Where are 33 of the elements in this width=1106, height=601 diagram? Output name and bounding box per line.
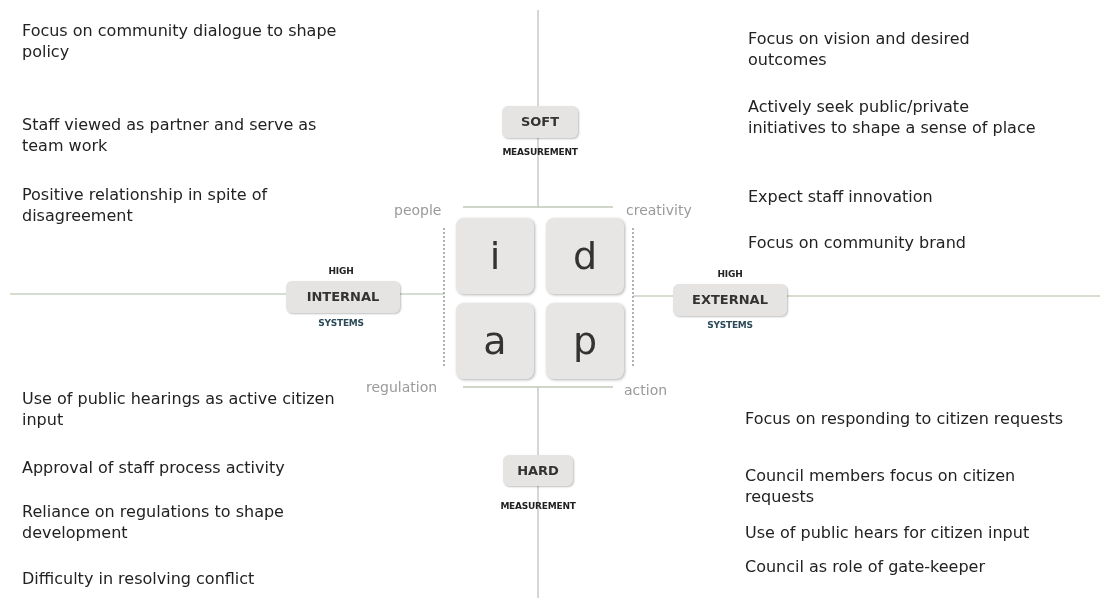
letter-tile: d bbox=[546, 218, 624, 294]
axis-caption: MEASUREMENT bbox=[500, 500, 576, 513]
quadrant-text: Difficulty in resolving conflict bbox=[22, 568, 256, 589]
letter-tile: i bbox=[456, 218, 534, 294]
quadrant-text: Reliance on regulations to shape development bbox=[22, 501, 285, 543]
quadrant-text: Focus on responding to citizen requests bbox=[745, 408, 1064, 429]
quadrant-keyword: creativity bbox=[626, 201, 693, 220]
axis-caption: SYSTEMS bbox=[318, 317, 364, 330]
quadrant-text: Focus on community dialogue to shape policy bbox=[22, 20, 338, 62]
quadrant-text: Positive relationship in spite of disagreement bbox=[22, 184, 269, 226]
axis-label-box: HARD bbox=[503, 455, 573, 486]
axis-caption: SYSTEMS bbox=[707, 319, 753, 332]
quadrant-keyword: regulation bbox=[366, 378, 439, 397]
letter-tile: p bbox=[546, 303, 624, 379]
quadrant-text: Use of public hearings as active citizen input bbox=[22, 388, 336, 430]
axis-label-box: INTERNAL bbox=[286, 281, 400, 313]
quadrant-text: Expect staff innovation bbox=[748, 186, 934, 207]
quadrant-text: Focus on community brand bbox=[748, 232, 967, 253]
quadrant-text: Council as role of gate-keeper bbox=[745, 556, 986, 577]
axis-caption: HIGH bbox=[328, 265, 354, 278]
axis-caption: HIGH bbox=[717, 268, 743, 281]
letter-tile: a bbox=[456, 303, 534, 379]
quadrant-keyword: people bbox=[394, 201, 443, 220]
quadrant-keyword: action bbox=[624, 381, 669, 400]
quadrant-text: Actively seek public/private initiatives to shape a sense of place bbox=[748, 96, 1037, 138]
quadrant-text: Use of public hears for citizen input bbox=[745, 522, 1031, 543]
axis-caption: MEASUREMENT bbox=[502, 146, 578, 159]
quadrant-text: Council members focus on citizen requests bbox=[745, 465, 1017, 507]
quadrant-text: Focus on vision and desired outcomes bbox=[748, 28, 971, 70]
axis-label-box: SOFT bbox=[502, 106, 578, 138]
quadrant-text: Approval of staff process activity bbox=[22, 457, 286, 478]
axis-label-box: EXTERNAL bbox=[673, 284, 787, 316]
quadrant-text: Staff viewed as partner and serve as team work bbox=[22, 114, 318, 156]
